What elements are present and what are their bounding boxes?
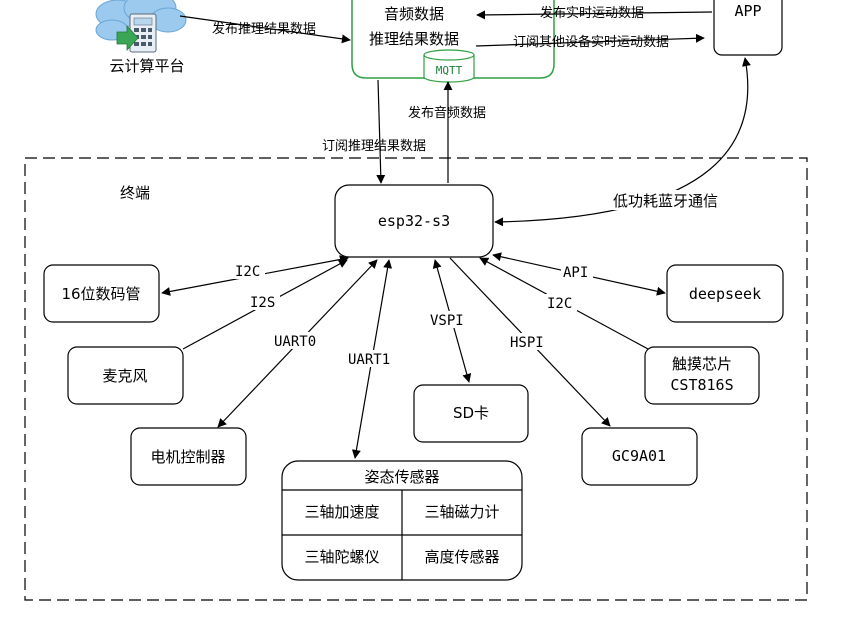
esp32-label: esp32-s3 — [378, 212, 450, 230]
sensor-cell-gyro: 三轴陀螺仪 — [304, 548, 379, 566]
deepseek-box — [666, 264, 784, 323]
cloud-label: 云计算平台 — [109, 57, 184, 75]
sensor-title: 姿态传感器 — [364, 468, 439, 486]
edge-label-mqtt-to-app: 订阅其他设备实时运动数据 — [513, 34, 669, 50]
edge-label-cloud-to-mqtt: 发布推理结果数据 — [212, 21, 316, 37]
edge-ble — [494, 57, 751, 227]
sd-label: SD卡 — [453, 404, 489, 422]
edge-label-uart0: UART0 — [274, 334, 316, 350]
edge-label-app-to-mqtt: 发布实时运动数据 — [540, 5, 644, 21]
edge-label-hspi: HSPI — [510, 335, 544, 351]
edge-label-esp-pub-audio: 发布音频数据 — [408, 105, 486, 121]
terminal-label: 终端 — [120, 184, 150, 202]
sensor-cell-mag: 三轴磁力计 — [424, 503, 499, 521]
calculator-icon — [129, 13, 157, 53]
app-label: APP — [734, 2, 761, 20]
sd-box — [413, 384, 529, 443]
mqtt-server: 音频数据 推理结果数据 MQTT — [351, 0, 555, 83]
motor-box — [130, 427, 247, 486]
mic-label: 麦克风 — [102, 367, 147, 385]
edge-label-i2c-touch: I2C — [547, 296, 572, 312]
motor-label: 电机控制器 — [150, 448, 225, 466]
edge-label-api: API — [563, 265, 588, 281]
touch-label-line2: CST816S — [670, 376, 733, 394]
edge-label-uart1: UART1 — [348, 352, 390, 368]
touch-box — [644, 346, 760, 405]
display-box — [43, 264, 160, 323]
esp32-box — [334, 184, 494, 258]
sensor-cell-accel: 三轴加速度 — [304, 503, 379, 521]
gc-box — [581, 427, 698, 486]
deepseek-label: deepseek — [689, 285, 761, 303]
mqtt-line2: 推理结果数据 — [369, 30, 459, 48]
edge-label-ble: 低功耗蓝牙通信 — [613, 192, 718, 210]
edge-app-to-mqtt — [476, 10, 713, 20]
attitude-sensor: 姿态传感器 三轴加速度 三轴磁力计 三轴陀螺仪 高度传感器 — [281, 460, 523, 581]
gc-label: GC9A01 — [612, 447, 666, 465]
mqtt-db-label: MQTT — [436, 64, 463, 77]
edge-label-esp-sub-result: 订阅推理结果数据 — [322, 139, 426, 154]
cloud-platform: 云计算平台 — [95, 0, 187, 75]
mqtt-line1: 音频数据 — [384, 5, 444, 23]
green-arrow-icon — [116, 24, 139, 52]
touch-label-line1: 触摸芯片 — [672, 355, 732, 373]
database-icon: MQTT — [423, 49, 475, 83]
edge-cloud-to-mqtt — [179, 15, 351, 44]
edge-label-i2c-display: I2C — [235, 264, 260, 280]
edge-label-i2s-mic: I2S — [250, 295, 275, 311]
edge-label-vspi: VSPI — [430, 313, 464, 329]
display-label: 16位数码管 — [61, 285, 140, 303]
edge-esp-sub-result — [376, 79, 386, 184]
sensor-cell-alt: 高度传感器 — [424, 548, 499, 566]
app-box — [713, 0, 783, 56]
mic-box — [67, 346, 184, 405]
edge-mqtt-to-app — [475, 33, 705, 47]
